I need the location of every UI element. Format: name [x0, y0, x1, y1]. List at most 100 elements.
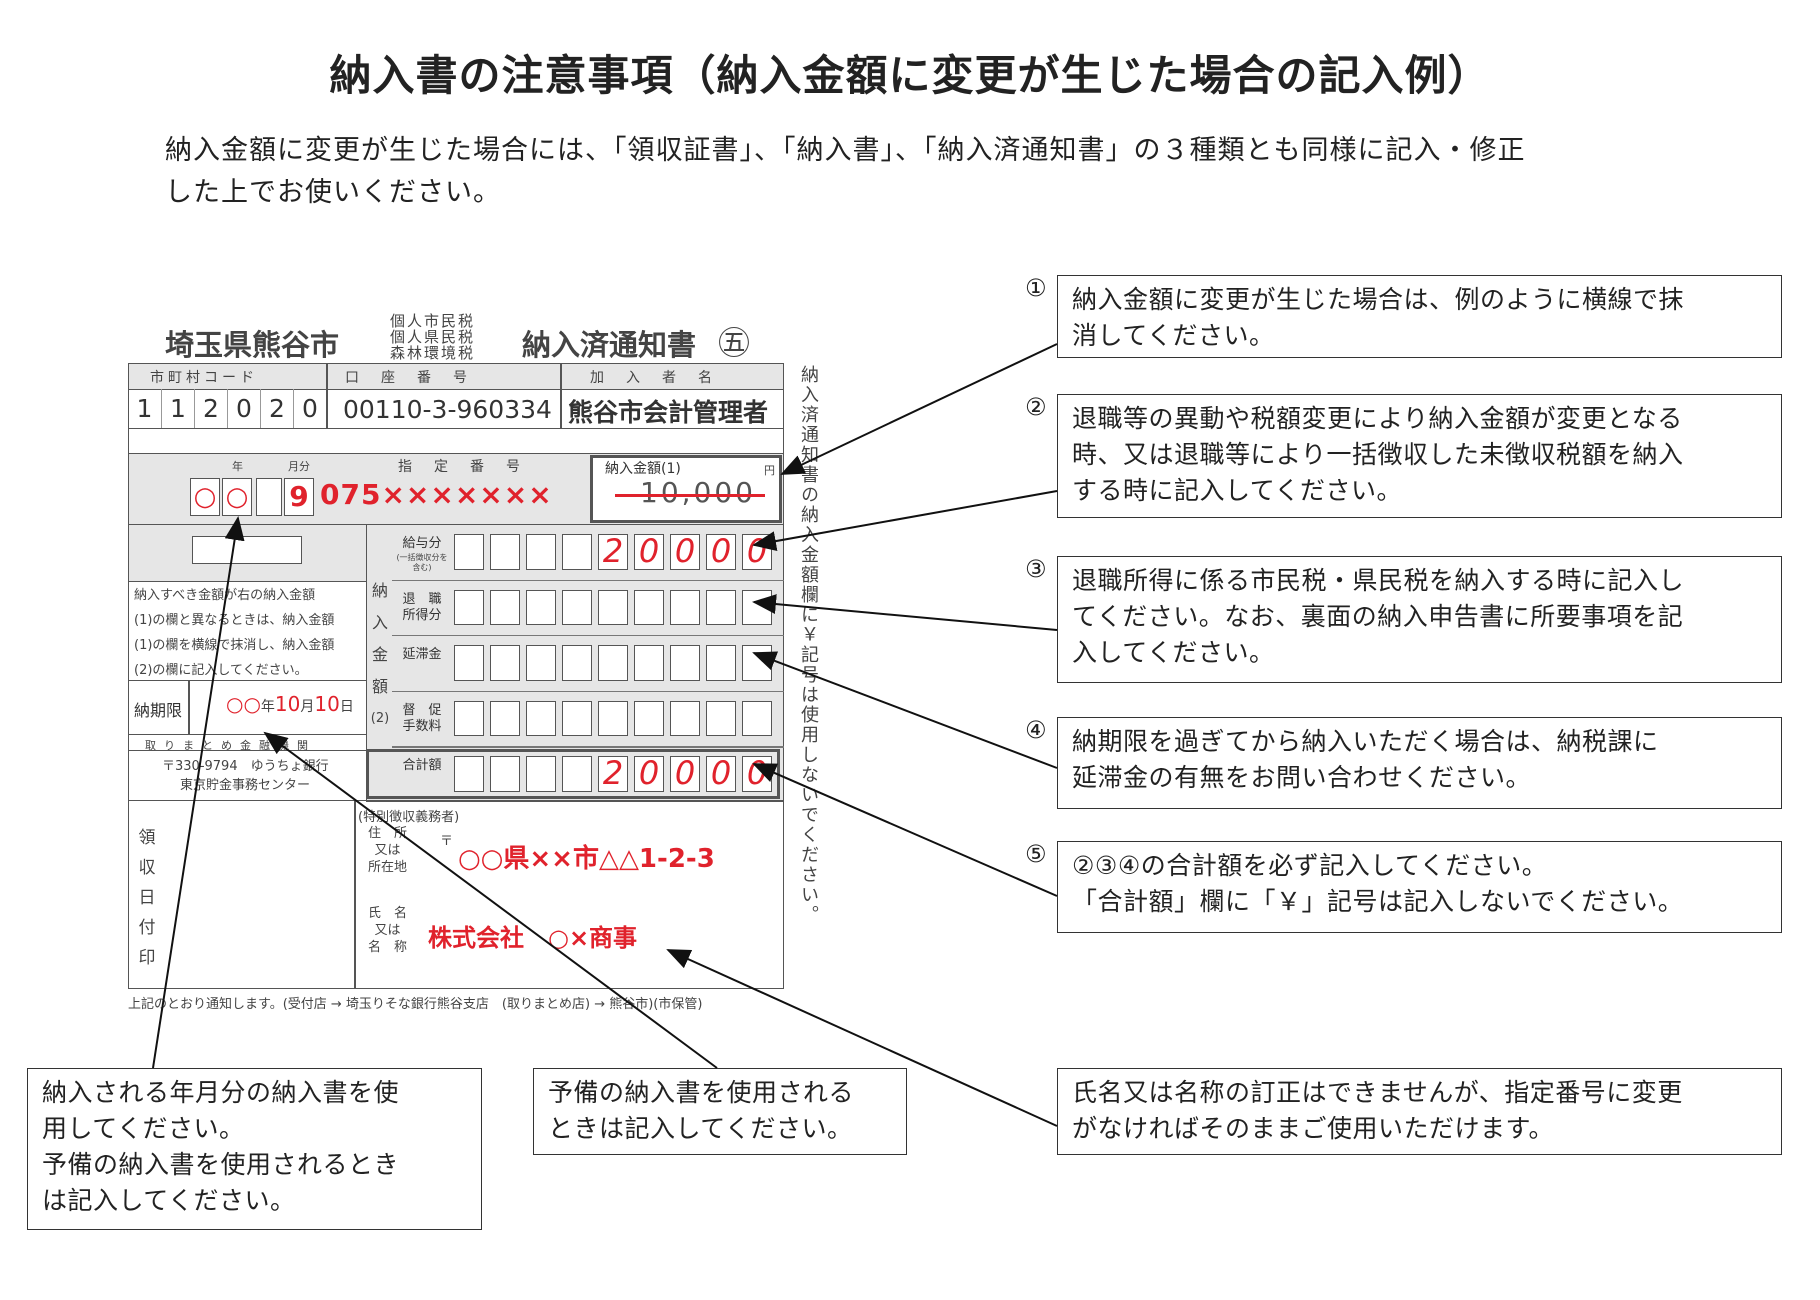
amount-digit-cell[interactable]: 0 [634, 756, 664, 792]
amount-digit-cell[interactable] [454, 589, 484, 626]
year-cell[interactable]: ○ [190, 478, 220, 516]
amount-digit-cell[interactable] [742, 700, 772, 737]
callout-number: ③ [1025, 555, 1047, 583]
side-char: 入 [371, 613, 388, 632]
amount-digit-cell[interactable]: 0 [706, 756, 736, 792]
public-mark-icon: ㊄ [718, 324, 751, 362]
page-title: 納入書の注意事項（納入金額に変更が生じた場合の記入例） [329, 51, 1491, 100]
amount-digit-cell[interactable] [454, 645, 484, 681]
month-cell-2[interactable]: 9 [284, 478, 314, 516]
amount-digit-cell[interactable] [562, 645, 592, 681]
amount-digit-cell[interactable] [562, 589, 592, 626]
note-line: 用してください。 [42, 1114, 245, 1143]
callout-number: ① [1025, 274, 1047, 302]
amount-digit-cell[interactable] [490, 645, 520, 681]
arrow-2 [752, 490, 1058, 551]
amount-digit-cell[interactable]: 0 [706, 534, 736, 570]
address-value: ○○県××市△△1-2-3 [458, 844, 715, 874]
year-cell[interactable]: ○ [222, 478, 252, 516]
amount-digit-cell[interactable] [454, 534, 484, 570]
stamp-char: 収 [138, 858, 156, 878]
amount-digit-cell[interactable] [634, 700, 664, 737]
amount-digit: 2 [602, 754, 624, 793]
amount-digit-cell[interactable] [598, 700, 628, 737]
callout-number: ④ [1025, 716, 1047, 744]
amount-digit-cell[interactable] [706, 700, 736, 737]
amount-digit: 0 [710, 754, 732, 793]
arrow-year [152, 516, 245, 1069]
form-tax-types: 個人市民税 個人県民税 森林環境税 [390, 313, 475, 361]
amount-digit: 2 [602, 532, 624, 570]
arrow-5 [752, 763, 1058, 897]
amount-digit-cell[interactable] [670, 645, 700, 681]
strikethrough-line [615, 494, 765, 497]
amount-digit-cell[interactable] [526, 645, 556, 681]
amount-digit-cell[interactable]: 0 [670, 534, 700, 570]
amount-digit-cell[interactable]: 2 [598, 534, 628, 570]
amount-digit-cell[interactable] [706, 645, 736, 681]
amount-digit-cell[interactable] [526, 589, 556, 626]
amount-digit-cell[interactable] [562, 534, 592, 570]
amount-digit-cell[interactable] [490, 589, 520, 626]
amount2-side-label: 納 入 金 額 (2) [369, 575, 391, 735]
amount-row-label: 督 促 手数料 [402, 702, 442, 734]
amount-digit-cell[interactable] [598, 589, 628, 626]
amount-digit-cell[interactable] [454, 700, 484, 737]
amount-digit-cell[interactable] [670, 589, 700, 626]
blank-field[interactable] [192, 536, 302, 564]
amount-digit-cell[interactable] [562, 700, 592, 737]
amount-digit-cell[interactable] [490, 700, 520, 737]
arrow-name [666, 949, 1058, 1127]
deadline-label: 納期限 [134, 701, 183, 720]
city-code-digit: 1 [136, 394, 153, 423]
amount-row-label: 延滞金 [402, 647, 442, 663]
amount-digit-cell[interactable] [454, 756, 484, 792]
deadline-value: ○○年10月10日 [226, 692, 354, 716]
month-cell-1[interactable] [256, 478, 282, 516]
intro-line-2: した上でお使いください。 [165, 177, 501, 208]
amount-digit-cell[interactable] [598, 645, 628, 681]
note-year-month: 納入される年月分の納入書を使 用してください。 予備の納入書を使用されるとき は… [27, 1068, 482, 1230]
callout-line: 「合計額」欄に「￥」記号は記入しないでください。 [1072, 887, 1684, 916]
amount-digit-cell[interactable] [562, 756, 592, 792]
deadline-day: 10 [314, 692, 340, 716]
amount-digit-cell[interactable] [526, 700, 556, 737]
amount-digit-cell[interactable] [490, 534, 520, 570]
amount-digit-cell[interactable] [670, 700, 700, 737]
callout-line: 消してください。 [1072, 321, 1275, 350]
amount-digit-cell[interactable]: 2 [598, 756, 628, 792]
amount-digit-cell[interactable]: 0 [670, 756, 700, 792]
amount-digit-cell[interactable] [634, 645, 664, 681]
name-label: 氏 名 又は 名 称 [368, 905, 407, 956]
callout-2: 退職等の異動や税額変更により納入金額が変更となる 時、又は退職等により一括徴収し… [1057, 394, 1782, 518]
payee-name: 熊谷市会計管理者 [568, 398, 769, 427]
city-code-label: 市町村コード [150, 370, 258, 386]
amount1-box[interactable] [590, 455, 782, 523]
amount-digit-cell[interactable] [526, 534, 556, 570]
account-number: 00110-3-960334 [343, 395, 552, 424]
city-code-digit: 2 [260, 389, 293, 429]
label-line: 又は [374, 843, 401, 858]
amount-digit-cell[interactable]: 0 [634, 534, 664, 570]
label-line: 又は [374, 923, 401, 938]
callout-line: 退職等の異動や税額変更により納入金額が変更となる [1072, 404, 1683, 433]
amount-digit-cell[interactable] [634, 589, 664, 626]
amount-digit-cell[interactable] [706, 589, 736, 626]
callout-number: ⑤ [1025, 840, 1047, 868]
callout-line: 退職所得に係る市民税・県民税を納入する時に記入し [1072, 566, 1685, 595]
year-mark: ○ [225, 482, 249, 512]
bottom-area [128, 800, 784, 989]
postal-mark: 〒 [440, 834, 454, 849]
bank-line: 東京貯金事務センター [180, 778, 311, 793]
address-label: 住 所 又は 所在地 [368, 825, 407, 876]
amount-digit-cell[interactable] [526, 756, 556, 792]
note-line: は記入してください。 [42, 1186, 296, 1215]
arrow-deadline [263, 731, 718, 1069]
year-mark: ○ [193, 482, 217, 512]
name-value: 株式会社 ○×商事 [428, 924, 638, 952]
label-line: 名 称 [368, 940, 408, 955]
amount-digit-cell[interactable] [490, 756, 520, 792]
side-char: 額 [371, 677, 388, 696]
amount-digit: 0 [710, 532, 732, 570]
